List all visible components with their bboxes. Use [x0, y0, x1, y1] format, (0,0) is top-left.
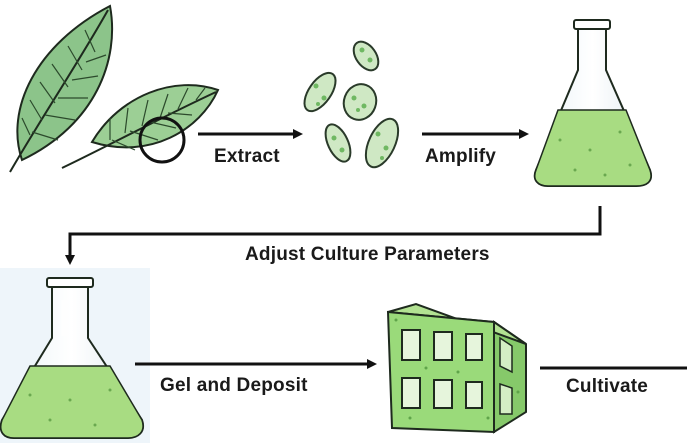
- label-gel-and-deposit: Gel and Deposit: [160, 375, 308, 396]
- algae-cells-icon: [303, 40, 400, 169]
- leaf-icon: [9, 4, 220, 173]
- arrow-adjust: [65, 206, 602, 265]
- label-adjust-culture-parameters: Adjust Culture Parameters: [245, 244, 490, 265]
- flask-icon: [0, 277, 144, 439]
- label-amplify: Amplify: [425, 146, 497, 167]
- flask-icon: [533, 19, 652, 187]
- selection-circle: [138, 116, 186, 164]
- label-cultivate: Cultivate: [566, 376, 649, 397]
- printed-structure-icon: [386, 302, 527, 434]
- label-extract: Extract: [214, 146, 280, 167]
